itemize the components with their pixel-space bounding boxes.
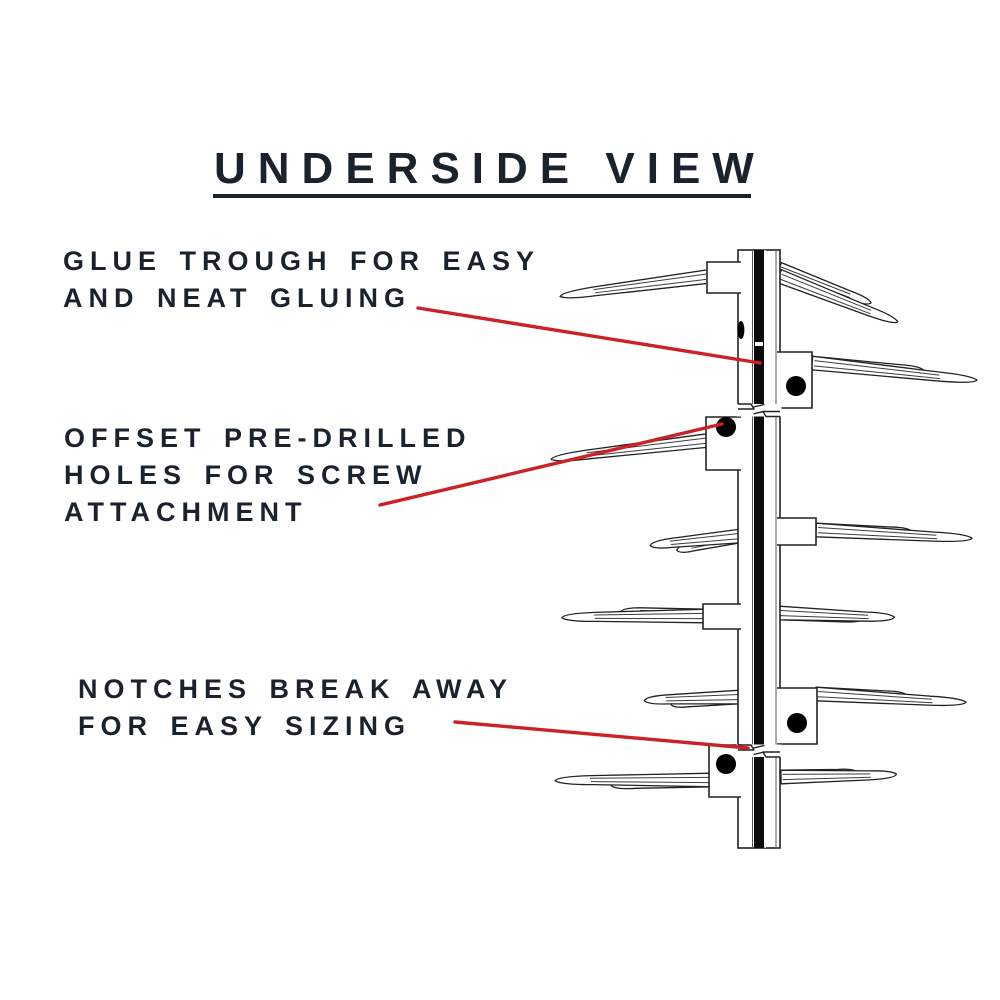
spike-row-1-left: [558, 268, 714, 304]
annotation-line: OFFSET PRE-DRILLED: [64, 423, 472, 453]
leader-line-notches: [453, 720, 750, 750]
screw-hole-1: [786, 376, 806, 396]
leader-line-glue-trough: [416, 306, 762, 365]
spike-row-5-left: [643, 689, 742, 712]
attachment-tab-3-right: [777, 517, 817, 546]
annotation-notches: NOTCHES BREAK AWAY FOR EASY SIZING: [78, 671, 513, 745]
leader-line-offset-holes: [378, 422, 724, 507]
annotation-glue-trough: GLUE TROUGH FOR EASY AND NEAT GLUING: [63, 243, 540, 317]
glue-trough: [754, 250, 764, 848]
trough-segment-mark: [755, 342, 763, 346]
attachment-tab-top-left: [706, 261, 741, 294]
screw-hole-2: [716, 417, 736, 437]
annotation-offset-holes: OFFSET PRE-DRILLED HOLES FOR SCREW ATTAC…: [64, 420, 472, 531]
break-notch-1: [736, 403, 782, 418]
page-title: UNDERSIDE VIEW: [214, 144, 766, 193]
spike-row-4-left: [561, 603, 708, 625]
attachment-tab-4-left: [702, 603, 741, 630]
annotation-line: HOLES FOR SCREW: [64, 460, 428, 490]
spike-row-3-right: [814, 522, 974, 547]
title-underline: [213, 194, 751, 198]
screw-hole-4: [716, 754, 736, 774]
spike-row-4-right: [777, 605, 896, 627]
spike-row-3-left: [648, 528, 743, 558]
spike-row-6-left: [554, 772, 713, 793]
spike-row-6-right: [779, 765, 898, 785]
spike-row-5-right: [814, 686, 968, 711]
edge-half-hole: [737, 321, 745, 339]
annotation-line: GLUE TROUGH FOR EASY: [63, 246, 541, 276]
annotation-line: AND NEAT GLUING: [63, 283, 411, 313]
annotation-line: ATTACHMENT: [64, 497, 308, 527]
spike-row-2-right: [810, 355, 979, 389]
spike-row-1-right: [775, 262, 901, 330]
annotation-line: NOTCHES BREAK AWAY: [78, 674, 514, 704]
screw-hole-3: [787, 713, 807, 733]
annotation-line: FOR EASY SIZING: [78, 711, 412, 741]
